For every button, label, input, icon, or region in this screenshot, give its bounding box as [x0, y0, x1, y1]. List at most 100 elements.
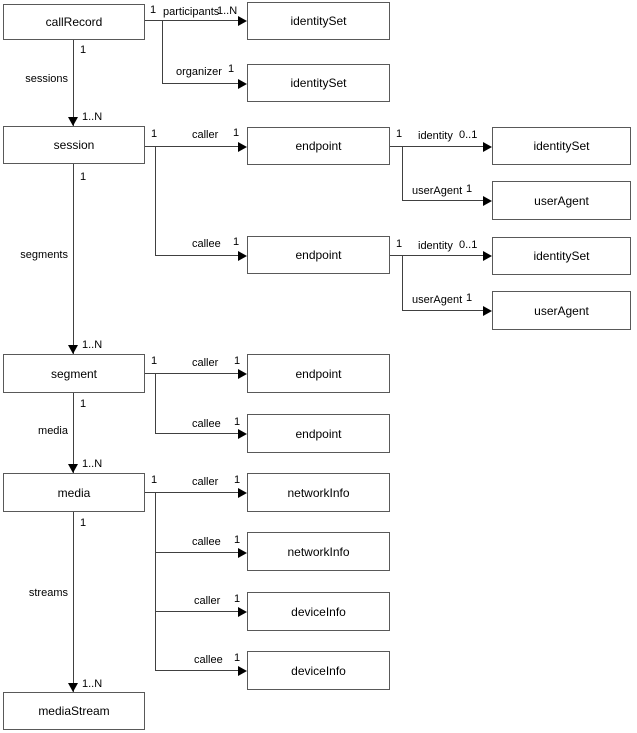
callee-identity-target-multiplicity: 0..1 [459, 239, 478, 251]
callee-useragent-target-multiplicity: 1 [466, 292, 473, 304]
node-endpoint-segment-callee-label: endpoint [295, 426, 342, 441]
connector-caller-useragent-vline [402, 146, 403, 201]
session-caller-target-multiplicity: 1 [233, 127, 240, 139]
node-endpoint-caller-label: endpoint [295, 139, 342, 153]
media-callee-network-target-multiplicity: 1 [234, 534, 241, 546]
callee-useragent-arrowhead-icon [483, 306, 492, 316]
connector-callee-identity-line [390, 255, 484, 256]
connector-session-caller-line [145, 146, 239, 147]
caller-useragent-target-multiplicity: 1 [466, 183, 473, 195]
connector-media-caller-network-line [145, 492, 239, 493]
media-caller-device-arrowhead-icon [238, 607, 247, 617]
media-edge-label: media [38, 425, 68, 437]
caller-useragent-arrowhead-icon [483, 196, 492, 206]
callee-identity-edge-label: identity [418, 240, 453, 252]
caller-useragent-edge-label: userAgent [412, 185, 463, 197]
participants-arrowhead-icon [238, 16, 247, 26]
connector-media-callee-network-line [155, 552, 239, 553]
segment-caller-target-multiplicity: 1 [234, 355, 241, 367]
organizer-target-multiplicity: 1 [228, 63, 235, 75]
segment-caller-source-multiplicity: 1 [151, 355, 158, 367]
segment-callee-target-multiplicity: 1 [234, 416, 241, 428]
segment-caller-arrowhead-icon [238, 369, 247, 379]
connector-organizer-line [162, 83, 239, 84]
connector-participants-line [145, 20, 239, 21]
node-identityset-callee-label: identitySet [533, 249, 590, 263]
node-useragent-caller-label: userAgent [534, 193, 589, 208]
node-identityset-organizer: identitySet [247, 64, 390, 102]
media-caller-network-source-multiplicity: 1 [151, 474, 158, 486]
node-media-label: media [57, 485, 91, 500]
sessions-source-multiplicity: 1 [80, 44, 87, 56]
node-callrecord-label: callRecord [45, 15, 103, 29]
node-networkinfo-callee-label: networkInfo [287, 544, 350, 559]
streams-source-multiplicity: 1 [80, 517, 87, 529]
connector-organizer-vline [162, 20, 163, 84]
node-session-label: session [53, 138, 95, 152]
node-deviceinfo-callee: deviceInfo [247, 651, 390, 690]
node-useragent-callee-label: userAgent [534, 303, 589, 318]
node-endpoint-callee: endpoint [247, 236, 390, 274]
media-caller-network-target-multiplicity: 1 [234, 474, 241, 486]
connector-media-caller-device-line [155, 611, 239, 612]
sessions-arrowhead-icon [68, 117, 78, 126]
organizer-edge-label: organizer [176, 66, 222, 78]
caller-identity-source-multiplicity: 1 [396, 128, 403, 140]
organizer-arrowhead-icon [238, 79, 247, 89]
session-caller-source-multiplicity: 1 [151, 128, 158, 140]
connector-streams-line [73, 512, 74, 692]
sessions-target-multiplicity: 1..N [82, 111, 103, 123]
segments-edge-label: segments [20, 249, 68, 261]
node-identityset-participants-label: identitySet [290, 14, 347, 28]
caller-identity-arrowhead-icon [483, 142, 492, 152]
segments-target-multiplicity: 1..N [82, 339, 103, 351]
connector-media-line [73, 393, 74, 473]
connector-caller-useragent-line [402, 200, 484, 201]
node-session: session [3, 126, 145, 164]
media-callee-device-target-multiplicity: 1 [234, 652, 241, 664]
connector-callee-useragent-vline [402, 255, 403, 310]
node-media: media [3, 473, 145, 512]
media-caller-network-edge-label: caller [192, 476, 219, 488]
media-callee-device-arrowhead-icon [238, 666, 247, 676]
media-arrowhead-icon [68, 464, 78, 473]
connector-sessions-line [73, 40, 74, 126]
callee-identity-arrowhead-icon [483, 251, 492, 261]
sessions-edge-label: sessions [25, 73, 68, 85]
media-callee-network-arrowhead-icon [238, 548, 247, 558]
session-caller-arrowhead-icon [238, 142, 247, 152]
node-mediastream: mediaStream [3, 692, 145, 730]
node-identityset-participants: identitySet [247, 2, 390, 40]
caller-identity-target-multiplicity: 0..1 [459, 129, 478, 141]
session-callee-target-multiplicity: 1 [233, 236, 240, 248]
connector-segment-caller-line [145, 373, 239, 374]
node-identityset-organizer-label: identitySet [290, 76, 347, 90]
node-segment: segment [3, 354, 145, 393]
node-useragent-callee: userAgent [492, 291, 631, 330]
participants-edge-label: participants [163, 6, 220, 18]
participants-target-multiplicity: 1..N [217, 5, 238, 17]
connector-session-callee-vline [155, 146, 156, 255]
node-endpoint-segment-caller-label: endpoint [295, 366, 342, 381]
node-useragent-caller: userAgent [492, 181, 631, 220]
segment-callee-arrowhead-icon [238, 429, 247, 439]
node-networkinfo-callee: networkInfo [247, 532, 390, 571]
node-deviceinfo-callee-label: deviceInfo [291, 663, 346, 678]
node-deviceinfo-caller-label: deviceInfo [291, 604, 346, 619]
session-caller-edge-label: caller [192, 129, 219, 141]
connector-media-branch-vline [155, 492, 156, 671]
streams-arrowhead-icon [68, 683, 78, 692]
segments-source-multiplicity: 1 [80, 171, 87, 183]
streams-edge-label: streams [28, 587, 68, 599]
caller-identity-edge-label: identity [418, 130, 453, 142]
connector-callee-useragent-line [402, 310, 484, 311]
node-endpoint-callee-label: endpoint [295, 248, 342, 262]
callee-useragent-edge-label: userAgent [412, 294, 463, 306]
media-callee-network-edge-label: callee [192, 536, 221, 548]
node-callrecord: callRecord [3, 4, 145, 40]
node-segment-label: segment [50, 366, 98, 381]
media-target-multiplicity: 1..N [82, 458, 103, 470]
node-mediastream-label: mediaStream [38, 704, 110, 718]
connector-segment-callee-vline [155, 373, 156, 433]
